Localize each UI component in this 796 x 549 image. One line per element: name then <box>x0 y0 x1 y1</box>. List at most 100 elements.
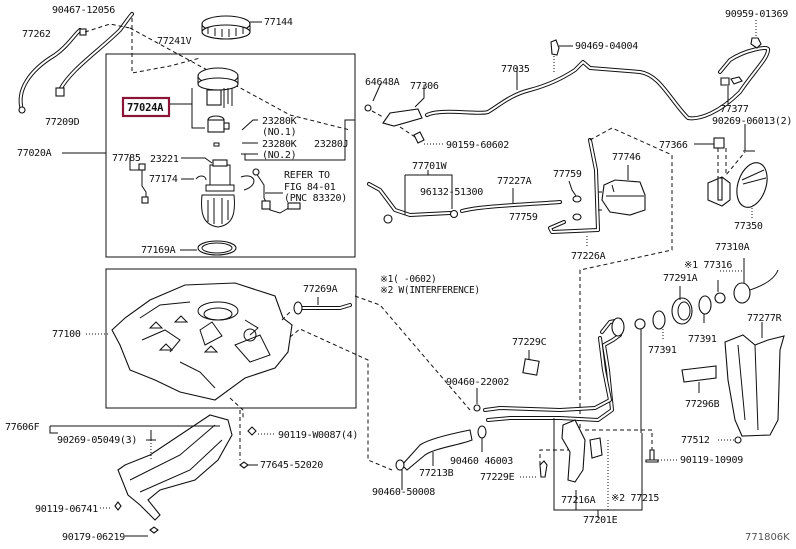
label-77024a[interactable]: 77024A <box>127 102 164 114</box>
pump-top-77024a[interactable] <box>197 67 239 108</box>
label-77201e[interactable]: 77201E <box>583 515 618 526</box>
filler-pipe[interactable] <box>483 318 622 422</box>
hose-77269a[interactable] <box>293 301 352 315</box>
fuel-lid-77350[interactable] <box>732 159 773 211</box>
label-77035[interactable]: 77035 <box>501 64 530 75</box>
canister-77306[interactable] <box>382 108 423 127</box>
harness-77785[interactable] <box>141 168 147 198</box>
hose-end-77759-a[interactable] <box>572 195 582 203</box>
label-77229e[interactable]: 77229E <box>480 472 515 483</box>
label-90179-06219[interactable]: 90179-06219 <box>62 532 126 543</box>
label-77306[interactable]: 77306 <box>410 81 439 92</box>
label-77350[interactable]: 77350 <box>734 221 763 232</box>
refer-line3[interactable]: (PNC 83320) <box>284 193 347 204</box>
label-77645-52020[interactable]: 77645-52020 <box>260 460 324 471</box>
label-90467-12056[interactable]: 90467-12056 <box>52 5 116 16</box>
label-90469-04004[interactable]: 90469-04004 <box>575 41 639 52</box>
hose-77213b[interactable] <box>401 429 473 471</box>
label-77701w[interactable]: 77701W <box>412 161 448 172</box>
connector-77377[interactable] <box>720 76 743 86</box>
fuel-cap-77310a[interactable] <box>733 269 779 304</box>
label-77216a[interactable]: 77216A <box>561 495 596 506</box>
label-77227a[interactable]: 77227A <box>497 176 532 187</box>
bolt-90119-w0087[interactable] <box>247 426 257 436</box>
seal-77391-c[interactable] <box>698 295 712 315</box>
label-90269-05049[interactable]: 90269-05049(3) <box>57 435 137 446</box>
pump-body-23221[interactable] <box>205 164 235 192</box>
bracket-77296b[interactable] <box>681 365 717 383</box>
label-77366[interactable]: 77366 <box>659 140 688 151</box>
label-77229c[interactable]: 77229C <box>512 337 547 348</box>
bolt-90119-06741[interactable] <box>114 501 122 511</box>
bolt-90179-06219[interactable] <box>149 526 159 534</box>
tube-77035[interactable] <box>425 46 771 121</box>
filter-23280k[interactable] <box>207 115 230 133</box>
label-77020a[interactable]: 77020A <box>17 148 52 159</box>
collar-77291a[interactable] <box>671 297 693 325</box>
clamp-90460-50008[interactable] <box>395 459 405 471</box>
label-77606f[interactable]: 77606F <box>5 422 40 433</box>
label-77169a[interactable]: 77169A <box>141 245 176 256</box>
lid-spring-77366[interactable] <box>713 137 725 149</box>
bolt-90159-60602[interactable] <box>413 131 425 144</box>
label-77316[interactable]: ※1 77316 <box>684 260 733 271</box>
label-77291a[interactable]: 77291A <box>663 273 698 284</box>
label-77215[interactable]: ※2 77215 <box>611 493 660 504</box>
label-90119-w0087[interactable]: 90119-W0087(4) <box>278 430 358 441</box>
pump-body-23221-top[interactable] <box>212 159 228 167</box>
label-77377[interactable]: 77377 <box>720 104 749 115</box>
label-77746[interactable]: 77746 <box>612 152 641 163</box>
grommet-64648a[interactable] <box>364 104 372 112</box>
seal-77391-b[interactable] <box>652 310 666 330</box>
clip-77645-52020[interactable] <box>239 461 249 469</box>
bracket-77216a[interactable] <box>561 419 603 483</box>
label-64648a[interactable]: 64648A <box>365 77 400 88</box>
label-90460-46003[interactable]: 90460 46003 <box>450 456 514 467</box>
pump-housing[interactable] <box>201 194 235 228</box>
label-77100[interactable]: 77100 <box>52 329 81 340</box>
clip-96132-51300[interactable] <box>449 209 459 219</box>
label-23280j[interactable]: 23280J <box>314 139 349 150</box>
tube-77227a[interactable] <box>367 182 562 217</box>
label-23221[interactable]: 23221 <box>150 154 179 165</box>
insulator-77606f[interactable] <box>117 414 233 521</box>
label-77241v[interactable]: 77241V <box>157 36 192 47</box>
filler-neck[interactable] <box>611 317 625 337</box>
refer-line2[interactable]: FIG 84-01 <box>284 182 336 193</box>
label-77759-a[interactable]: 77759 <box>553 169 582 180</box>
tube-77226a[interactable] <box>548 138 600 234</box>
label-90959-01369[interactable]: 90959-01369 <box>725 9 789 20</box>
label-90269-06013[interactable]: 90269-06013(2) <box>712 116 792 127</box>
lock-ring-77144[interactable] <box>201 15 251 40</box>
gasket-77316[interactable] <box>714 292 726 304</box>
clip-90959-01369[interactable] <box>750 37 762 49</box>
protector-77277r[interactable] <box>724 334 785 437</box>
clamp-90460-22002[interactable] <box>473 404 481 412</box>
label-90460-22002[interactable]: 90460-22002 <box>446 377 510 388</box>
label-23280k-2[interactable]: 23280K <box>262 139 297 150</box>
clip-77229e[interactable] <box>539 460 548 478</box>
label-77277r[interactable]: 77277R <box>747 313 783 324</box>
label-77213b[interactable]: 77213B <box>419 468 454 479</box>
wire-77174[interactable] <box>195 175 207 181</box>
label-77759-b[interactable]: 77759 <box>509 212 538 223</box>
hose-77209d[interactable] <box>55 12 134 97</box>
label-77174[interactable]: 77174 <box>149 174 178 185</box>
ring-77391-a[interactable] <box>634 318 646 330</box>
label-90159-60602[interactable]: 90159-60602 <box>446 140 510 151</box>
label-77391-b[interactable]: 77391 <box>648 345 677 356</box>
label-77262[interactable]: 77262 <box>22 29 51 40</box>
bolt-90119-10909[interactable] <box>645 449 659 463</box>
label-77310a[interactable]: 77310A <box>715 242 750 253</box>
label-77512[interactable]: 77512 <box>681 435 710 446</box>
clip-77512[interactable] <box>734 436 742 444</box>
label-90119-10909[interactable]: 90119-10909 <box>680 455 744 466</box>
label-77391-a[interactable]: 77391 <box>688 334 717 345</box>
label-23280k-1[interactable]: 23280K <box>262 116 297 127</box>
clamp-90460-46003[interactable] <box>477 425 487 439</box>
fuel-tank-77100[interactable] <box>111 282 293 401</box>
hose-77262[interactable] <box>18 28 82 114</box>
clamp-90469-04004[interactable] <box>550 39 560 56</box>
clip-77701w[interactable] <box>383 214 393 224</box>
label-77209d[interactable]: 77209D <box>45 117 80 128</box>
